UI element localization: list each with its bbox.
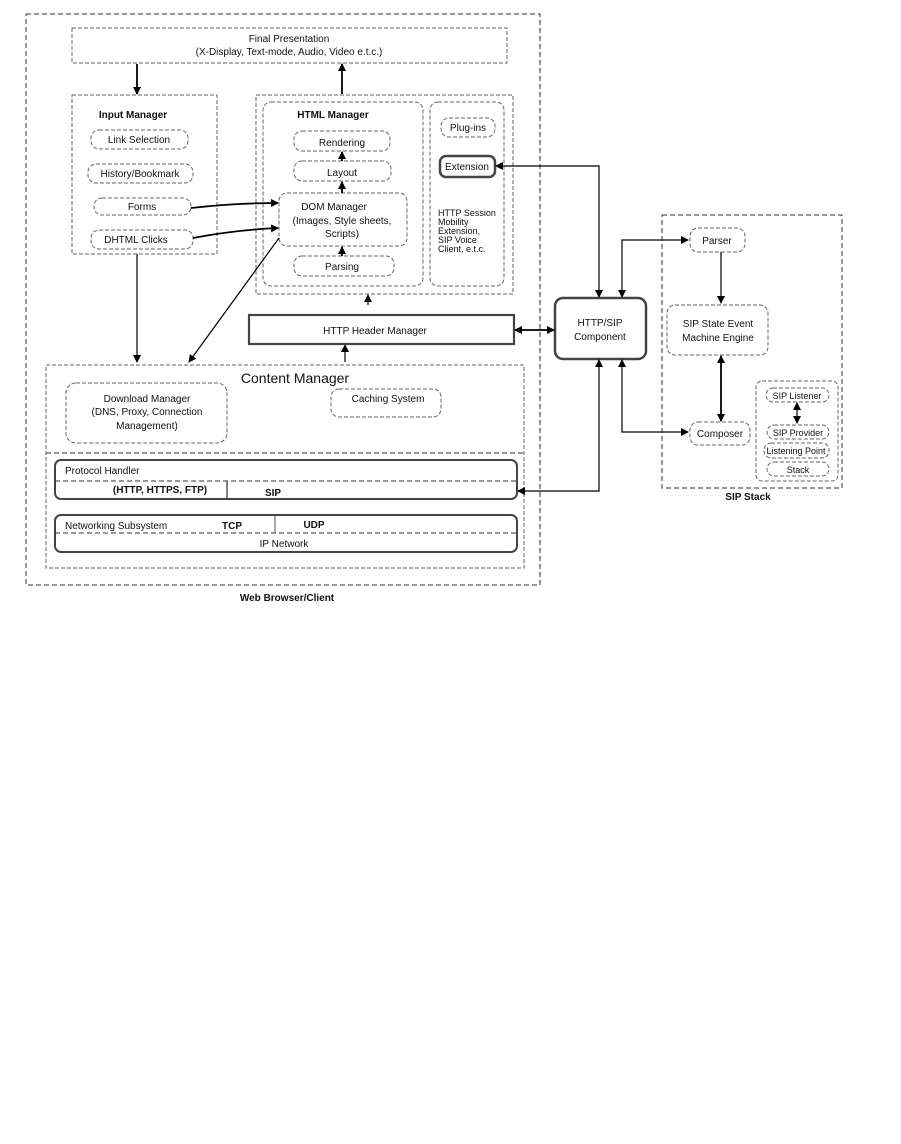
sip-state-line2: Machine Engine	[682, 333, 754, 344]
parsing: Parsing	[325, 262, 359, 273]
extension-note-3: Extension,	[438, 226, 480, 236]
final-presentation-title: Final Presentation	[249, 34, 330, 45]
layout: Layout	[327, 168, 357, 179]
sip-stack-label: SIP Stack	[725, 492, 771, 503]
sip-state-line1: SIP State Event	[683, 319, 754, 330]
input-manager-title: Input Manager	[99, 110, 167, 121]
dom-manager-line2: (Images, Style sheets,	[293, 216, 392, 227]
protocol-sip: SIP	[265, 488, 281, 499]
forms: Forms	[128, 202, 156, 213]
protocol-http: (HTTP, HTTPS, FTP)	[113, 485, 207, 496]
download-manager-line2: (DNS, Proxy, Connection	[92, 407, 203, 418]
browser-arrows	[133, 63, 372, 363]
extension-note-1: HTTP Session	[438, 208, 496, 218]
final-presentation-subtitle: (X-Display, Text-mode, Audio, Video e.t.…	[196, 47, 383, 58]
content-manager-box: Content Manager Download Manager (DNS, P…	[45, 364, 525, 569]
input-manager-box: Input Manager Link Selection History/Boo…	[71, 94, 218, 255]
web-browser-container: Web Browser/Client	[25, 13, 541, 604]
html-manager-title: HTML Manager	[297, 110, 369, 121]
extension-note-2: Mobility	[438, 217, 469, 227]
extension-note-5: Client, e.t.c.	[438, 244, 486, 254]
content-manager-title: Content Manager	[241, 370, 350, 386]
download-manager-title: Download Manager	[104, 394, 191, 405]
sip-stack-container: SIP Stack Parser SIP State Event Machine…	[661, 214, 843, 503]
http-sip-component: HTTP/SIP Component	[553, 296, 648, 361]
component-arrows	[495, 162, 689, 495]
http-sip-line2: Component	[574, 332, 626, 343]
dom-manager-title: DOM Manager	[301, 202, 367, 213]
udp: UDP	[303, 520, 324, 531]
html-manager-group: HTML Manager Rendering Layout DOM Manage…	[255, 94, 514, 295]
extension: Extension	[445, 162, 489, 173]
protocol-handler-title: Protocol Handler	[65, 466, 140, 477]
caching-system: Caching System	[352, 394, 425, 405]
sip-provider: SIP Provider	[773, 428, 823, 438]
download-manager-line3: Management)	[116, 421, 178, 432]
tcp: TCP	[222, 521, 242, 532]
ip-network: IP Network	[260, 539, 310, 550]
http-header-manager: HTTP Header Manager	[247, 313, 516, 346]
rendering: Rendering	[319, 138, 365, 149]
composer: Composer	[697, 429, 744, 440]
extension-note-4: SIP Voice	[438, 235, 477, 245]
dom-manager-line3: Scripts)	[325, 229, 359, 240]
http-header-manager-label: HTTP Header Manager	[323, 326, 427, 337]
plug-ins: Plug-ins	[450, 123, 486, 134]
link-selection: Link Selection	[108, 135, 170, 146]
parser: Parser	[702, 236, 732, 247]
listening-point: Listening Point	[766, 446, 826, 456]
history-bookmark: History/Bookmark	[101, 169, 181, 180]
sip-listener: SIP Listener	[773, 391, 822, 401]
web-browser-label: Web Browser/Client	[240, 593, 335, 604]
networking-title: Networking Subsystem	[65, 521, 167, 532]
http-sip-line1: HTTP/SIP	[577, 318, 622, 329]
stack: Stack	[787, 465, 810, 475]
final-presentation-box: Final Presentation (X-Display, Text-mode…	[71, 27, 508, 64]
dhtml-clicks: DHTML Clicks	[104, 235, 168, 246]
